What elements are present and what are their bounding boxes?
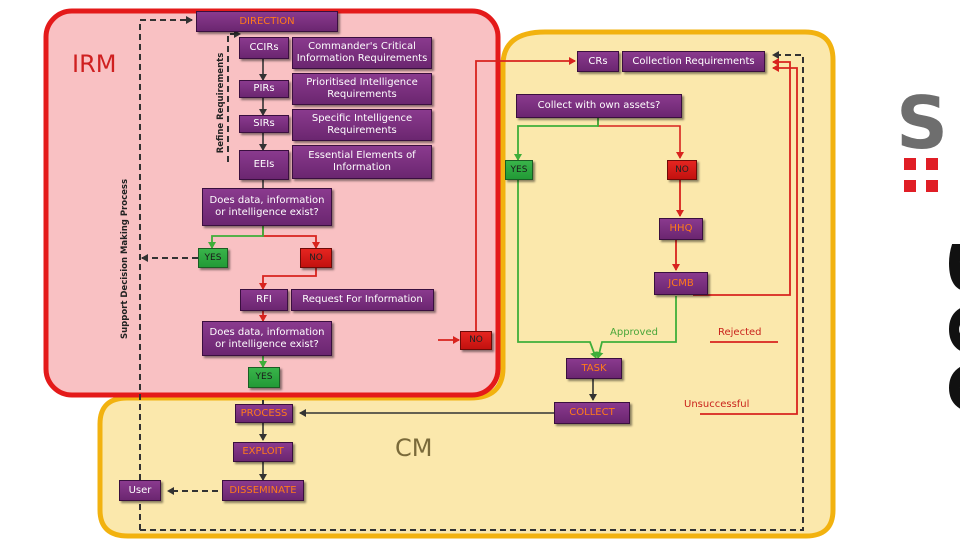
yes-box-2[interactable]: YES bbox=[248, 367, 280, 388]
disseminate-label: DISSEMINATE bbox=[229, 484, 297, 496]
user-label: User bbox=[128, 484, 152, 496]
logo-letter: S bbox=[896, 81, 948, 165]
exploit-label: EXPLOIT bbox=[242, 446, 284, 457]
collect-label: COLLECT bbox=[569, 407, 615, 418]
rfi-desc-box[interactable]: Request For Information bbox=[291, 289, 434, 311]
collect-question-box[interactable]: Collect with own assets? bbox=[516, 94, 682, 118]
exist-question-2-label: Does data, information or intelligence e… bbox=[209, 326, 325, 350]
dashed-lines bbox=[139, 16, 804, 531]
cm-label: CM bbox=[395, 434, 433, 462]
process-label: PROCESS bbox=[240, 407, 288, 419]
no-box-3[interactable]: NO bbox=[667, 160, 697, 180]
crs-box[interactable]: CRs bbox=[577, 51, 619, 72]
dark-arrows bbox=[259, 59, 684, 481]
green-arrows bbox=[208, 118, 677, 368]
rfi-box[interactable]: RFI bbox=[240, 289, 288, 311]
sirs-label: SIRs bbox=[253, 118, 275, 129]
task-label: TASK bbox=[581, 362, 607, 374]
unsuccessful-label: Unsuccessful bbox=[684, 399, 750, 410]
direction-box[interactable]: DIRECTION bbox=[196, 11, 338, 32]
no-3-label: NO bbox=[675, 164, 689, 175]
yes-3-label: YES bbox=[510, 164, 528, 175]
user-box[interactable]: User bbox=[119, 480, 161, 501]
hhq-box[interactable]: HHQ bbox=[659, 218, 703, 240]
no-2-label: NO bbox=[469, 335, 483, 346]
direction-label: DIRECTION bbox=[239, 15, 295, 27]
ccirs-desc-label: Commander's Critical Information Require… bbox=[296, 41, 428, 64]
red-arrows bbox=[259, 57, 798, 415]
logo-360s: S 360 bbox=[896, 81, 960, 418]
sirs-desc-box[interactable]: Specific Intelligence Requirements bbox=[292, 109, 432, 141]
logo-squares bbox=[904, 158, 938, 192]
collect-question-label: Collect with own assets? bbox=[537, 100, 661, 111]
eeis-desc-label: Essential Elements of Information bbox=[308, 150, 416, 173]
pirs-desc-label: Prioritised Intelligence Requirements bbox=[306, 77, 418, 100]
exploit-box[interactable]: EXPLOIT bbox=[233, 442, 293, 462]
disseminate-box[interactable]: DISSEMINATE bbox=[222, 480, 304, 501]
approved-label: Approved bbox=[610, 327, 658, 338]
crs-desc-box[interactable]: Collection Requirements bbox=[622, 51, 765, 72]
pirs-desc-box[interactable]: Prioritised Intelligence Requirements bbox=[292, 73, 432, 105]
rfi-label: RFI bbox=[256, 294, 272, 305]
sirs-box[interactable]: SIRs bbox=[239, 115, 289, 133]
ccirs-desc-box[interactable]: Commander's Critical Information Require… bbox=[292, 37, 432, 69]
rfi-desc-label: Request For Information bbox=[302, 294, 423, 305]
eeis-desc-box[interactable]: Essential Elements of Information bbox=[292, 145, 432, 179]
ccirs-box[interactable]: CCIRs bbox=[239, 37, 289, 59]
pirs-box[interactable]: PIRs bbox=[239, 80, 289, 98]
refine-requirements-label: Refine Requirements bbox=[216, 52, 226, 154]
exist-question-1[interactable]: Does data, information or intelligence e… bbox=[202, 188, 332, 226]
ccirs-label: CCIRs bbox=[249, 42, 279, 53]
crs-label: CRs bbox=[588, 55, 608, 67]
yes-box-3[interactable]: YES bbox=[505, 160, 533, 180]
jcmb-label: JCMB bbox=[668, 277, 694, 289]
exist-question-1-label: Does data, information or intelligence e… bbox=[209, 195, 325, 218]
process-box[interactable]: PROCESS bbox=[235, 404, 293, 423]
eeis-label: EEIs bbox=[253, 159, 275, 170]
exist-question-2[interactable]: Does data, information or intelligence e… bbox=[202, 321, 332, 356]
yes-2-label: YES bbox=[255, 372, 273, 383]
logo-text: 360 bbox=[929, 238, 960, 418]
support-decision-label: Support Decision Making Process bbox=[120, 178, 130, 340]
yes-1-label: YES bbox=[204, 252, 222, 263]
no-box-2[interactable]: NO bbox=[460, 331, 492, 350]
rejected-label: Rejected bbox=[718, 327, 762, 338]
task-box[interactable]: TASK bbox=[566, 358, 622, 379]
pirs-label: PIRs bbox=[253, 83, 275, 94]
yes-box-1[interactable]: YES bbox=[198, 248, 228, 268]
collect-box[interactable]: COLLECT bbox=[554, 402, 630, 424]
no-box-1[interactable]: NO bbox=[300, 248, 332, 268]
irm-label: IRM bbox=[72, 50, 117, 78]
eeis-box[interactable]: EEIs bbox=[239, 150, 289, 180]
sirs-desc-label: Specific Intelligence Requirements bbox=[311, 113, 413, 136]
no-1-label: NO bbox=[309, 252, 323, 263]
jcmb-box[interactable]: JCMB bbox=[654, 272, 708, 295]
hhq-label: HHQ bbox=[669, 223, 693, 234]
crs-desc-label: Collection Requirements bbox=[632, 55, 755, 67]
